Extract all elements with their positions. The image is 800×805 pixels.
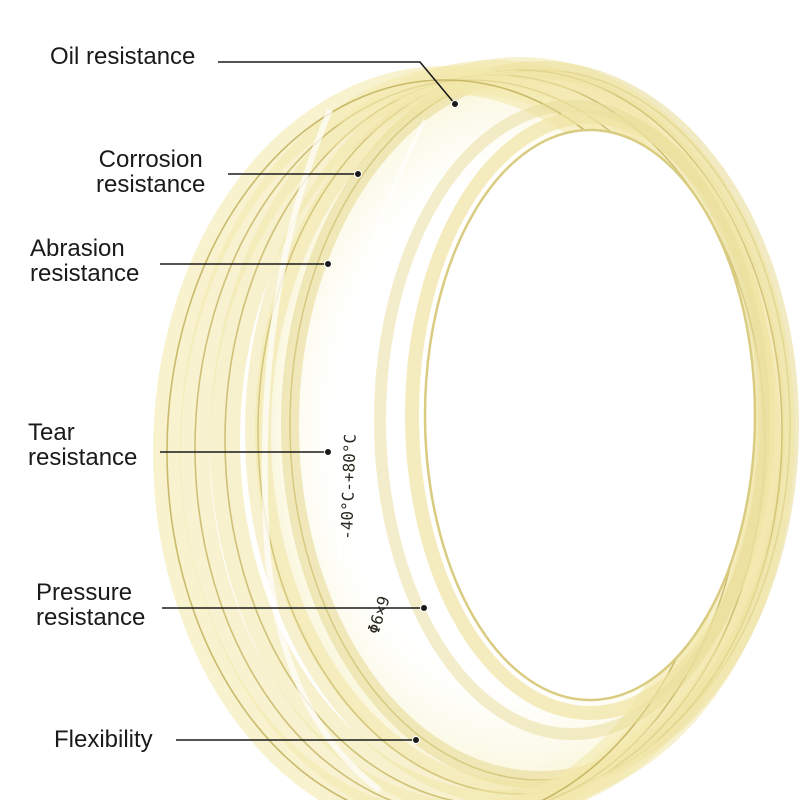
callout-oil-label: Oil resistance — [50, 43, 196, 70]
tube-temperature-print: -40°C-+80°C — [337, 434, 360, 541]
callout-flexibility-label: Flexibility — [54, 726, 153, 753]
hose-coil — [153, 57, 799, 805]
callout-corrosion-pointer — [228, 170, 362, 178]
callout-oil-pointer — [218, 61, 459, 108]
callout-abrasion-label: Abrasion resistance — [30, 235, 140, 287]
callout-flexibility-pointer — [176, 736, 420, 744]
callout-lines — [160, 61, 459, 744]
callout-tear-pointer — [160, 448, 332, 456]
callout-pressure-pointer — [162, 604, 428, 612]
callout-corrosion-label: Corrosion resistance — [96, 146, 206, 198]
callout-abrasion-pointer — [160, 260, 332, 268]
callout-tear-label: Tear resistance — [28, 419, 138, 471]
callout-pressure-label: Pressure resistance — [36, 579, 146, 631]
